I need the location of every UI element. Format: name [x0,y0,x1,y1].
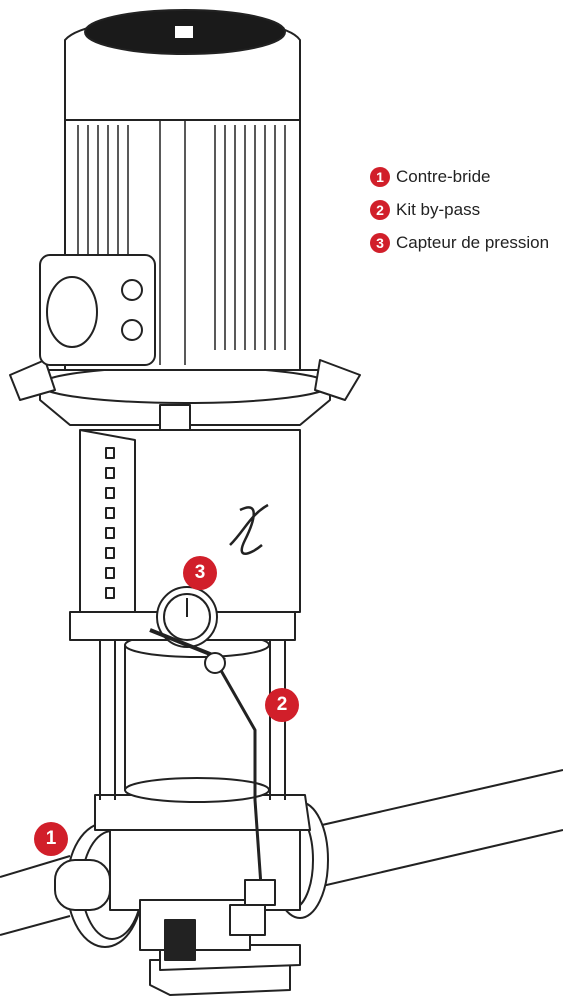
guard-slots [105,447,115,599]
pipe-right [299,769,563,891]
callout-1: 1 [34,822,68,856]
legend-label: Contre-bride [396,167,491,186]
tie-rods [99,630,286,800]
callout-3-number: 3 [194,562,206,583]
bypass-pipe [213,659,264,901]
legend-item-counter-flange: 1 Contre-bride [370,166,563,188]
legend: 1 Contre-bride 2 Kit by-pass 3 Capteur d… [370,166,563,265]
legend-badge: 1 [370,167,390,187]
cooling-fins [77,115,286,365]
callout-1-number: 1 [45,828,57,849]
legend-label: Kit by-pass [396,200,481,219]
callout-3: 3 [183,556,217,590]
callout-2-number: 2 [276,694,288,715]
brand-logo [229,503,269,555]
callout-2: 2 [265,688,299,722]
legend-badge: 3 [370,233,390,253]
legend-label: Capteur de pression [396,233,550,252]
legend-badge: 2 [370,200,390,220]
legend-item-bypass-kit: 2 Kit by-pass [370,199,563,221]
legend-item-pressure-sensor: 3 Capteur de pression [370,232,563,254]
pipe-left [0,855,71,936]
